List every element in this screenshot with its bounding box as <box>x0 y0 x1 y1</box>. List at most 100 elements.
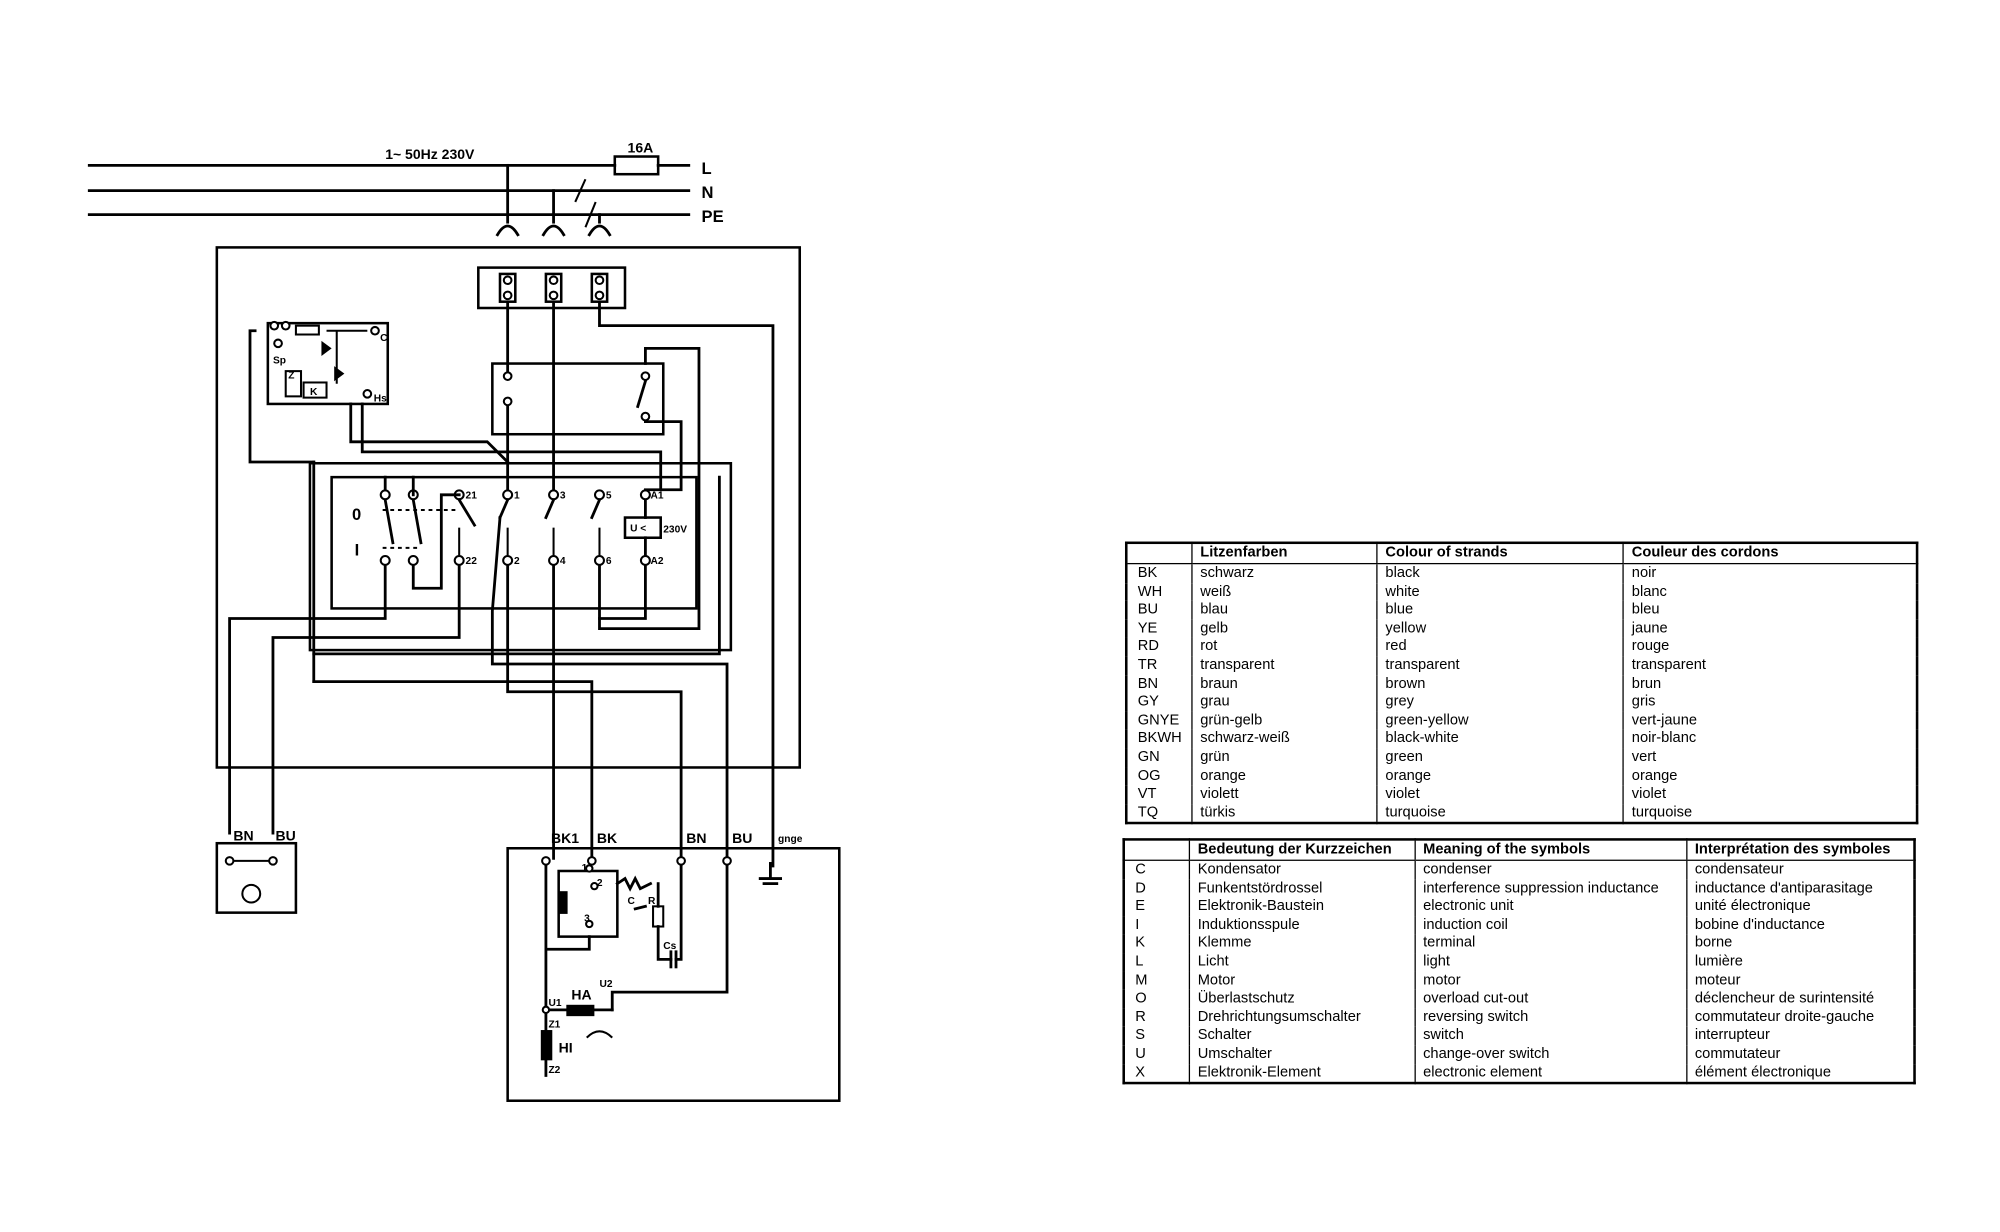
symbol-table-cell-en: switch <box>1414 1026 1687 1046</box>
colour-table-cell-en: yellow <box>1376 619 1624 638</box>
contact-22-label: 22 <box>466 556 478 567</box>
colour-table-cell-code: TR <box>1137 657 1158 673</box>
colour-table-header: Litzenfarben Colour of strands Couleur d… <box>1126 542 1918 565</box>
colour-table-cell-de: gelb <box>1191 619 1378 638</box>
symbol-table-cell-fr: bobine d'inductance <box>1685 916 1915 935</box>
motor-wire-bn: BN <box>686 830 706 846</box>
symbol-table-cell-fr: moteur <box>1685 971 1915 990</box>
electronic-module: C Sp Z K Hs <box>266 320 390 406</box>
colour-table-cell-de: schwarz <box>1191 563 1378 583</box>
contact-3-label: 3 <box>560 491 566 502</box>
colour-table-cell-code: GN <box>1137 749 1160 765</box>
fuse-label: 16A <box>628 140 654 156</box>
line-L-label: L <box>702 160 712 178</box>
symbol-table-cell-code: C <box>1135 862 1146 878</box>
symbol-table-cell-code: I <box>1135 917 1140 933</box>
symbol-table-cell-en: induction coil <box>1414 916 1687 935</box>
colour-table-cell-fr: vert <box>1622 748 1918 767</box>
winding-ha-label: HA <box>571 987 591 1003</box>
symbol-table-cell-en: electronic element <box>1414 1063 1687 1084</box>
motor-wire-gnge: gnge <box>778 834 803 845</box>
symbol-table-cell-de: Induktionsspule <box>1188 916 1415 935</box>
coil-a2-label: A2 <box>651 556 664 567</box>
colour-table-cell-code: YE <box>1137 620 1158 636</box>
switch-enclosure <box>215 246 802 769</box>
symbol-table-cell-en: electronic unit <box>1414 897 1687 917</box>
terminal-u1: U1 <box>548 998 561 1009</box>
colour-table-cell-fr: blanc <box>1622 582 1918 602</box>
terminal-block <box>477 266 627 310</box>
aux-winding <box>540 1030 553 1061</box>
colour-table-cell-de: schwarz-weiß <box>1191 730 1378 749</box>
symbol-table-cell-en: interference suppression inductance <box>1414 879 1687 898</box>
colour-table-cell-code: TQ <box>1137 804 1159 821</box>
symbol-table-cell-fr: déclencheur de surintensité <box>1685 989 1915 1009</box>
symbol-table-cell-code: K <box>1135 935 1145 951</box>
colour-table-cell-code: WH <box>1137 583 1163 600</box>
contact-2-label: 2 <box>514 556 520 567</box>
colour-table-cell-en: black-white <box>1376 730 1624 749</box>
colour-header-en: Colour of strands <box>1376 542 1624 565</box>
symbol-table-cell-code: R <box>1135 1009 1146 1025</box>
motor-wire-bk: BK <box>597 830 617 846</box>
symbol-table-cell-fr: interrupteur <box>1685 1026 1915 1046</box>
line-PE-label: PE <box>702 208 724 226</box>
light-wire-bu: BU <box>276 828 296 844</box>
colour-table-cell-de: grün-gelb <box>1191 711 1378 731</box>
colour-table-cell-de: türkis <box>1191 803 1378 824</box>
colour-table-cell-en: orange <box>1376 766 1624 786</box>
colour-table-cell-fr: violet <box>1622 785 1918 804</box>
work-light: BN BU <box>215 828 298 914</box>
contact-21-label: 21 <box>466 491 478 502</box>
colour-table-cell-fr: gris <box>1622 693 1918 712</box>
undervoltage-coil <box>623 516 662 540</box>
colour-table-cell-code: GY <box>1137 694 1159 710</box>
colour-table-cell-en: black <box>1376 563 1624 583</box>
main-winding <box>566 1004 595 1017</box>
colour-table-cell-de: blau <box>1191 601 1378 620</box>
motor-part-c: C <box>628 896 636 907</box>
undervoltage-rating: 230V <box>663 525 687 536</box>
module-label-z: Z <box>288 371 294 382</box>
colour-table-cell-fr: brun <box>1622 674 1918 694</box>
interlock-box <box>491 362 665 436</box>
symbol-table-cell-de: Umschalter <box>1188 1045 1415 1064</box>
colour-table-cell-fr: orange <box>1622 766 1918 786</box>
symbol-table-cell-de: Licht <box>1188 952 1415 972</box>
contact-5-label: 5 <box>606 491 612 502</box>
symbol-header-fr: Interprétation des symboles <box>1685 839 1915 861</box>
switch-on-label: I <box>355 541 360 559</box>
symbol-table-cell-fr: commutateur droite-gauche <box>1685 1008 1915 1027</box>
contact-4-label: 4 <box>560 556 566 567</box>
fuse-symbol <box>613 155 660 176</box>
symbol-table-cell-fr: borne <box>1685 934 1915 953</box>
colour-table-cell-code: OG <box>1137 768 1161 784</box>
colour-table-cell-code: VT <box>1137 786 1157 802</box>
module-label-c: C <box>380 333 388 344</box>
module-label-hs: Hs <box>374 393 387 404</box>
symbol-table-cell-de: Drehrichtungsumschalter <box>1188 1008 1415 1027</box>
colour-table-cell-en: green <box>1376 748 1624 767</box>
colour-table-cell-en: grey <box>1376 693 1624 712</box>
symbol-header-code <box>1123 839 1190 861</box>
symbol-meaning-table: Bedeutung der Kurzzeichen Meaning of the… <box>1122 838 1916 1085</box>
colour-table-cell-fr: vert-jaune <box>1622 711 1918 731</box>
symbol-table-cell-code: L <box>1135 954 1144 970</box>
